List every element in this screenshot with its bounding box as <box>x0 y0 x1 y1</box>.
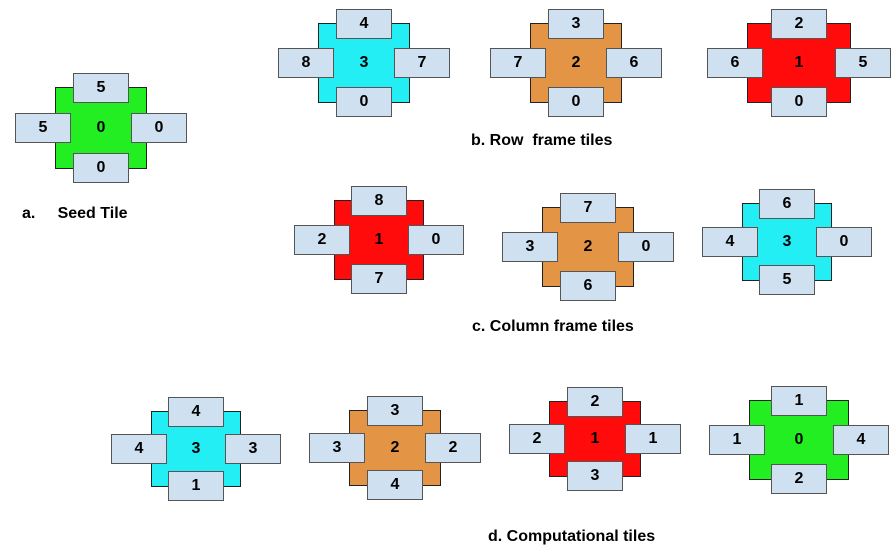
glue-right: 0 <box>618 232 674 262</box>
glue-left: 4 <box>702 227 758 257</box>
glue-right: 7 <box>394 48 450 78</box>
glue-right: 0 <box>408 225 464 255</box>
glue-left: 3 <box>309 433 365 463</box>
glue-bottom: 0 <box>548 87 604 117</box>
glue-top: 8 <box>351 186 407 216</box>
glue-top: 3 <box>367 396 423 426</box>
tile-center-label: 2 <box>571 54 581 71</box>
tile-center-label: 0 <box>96 119 106 136</box>
glue-left: 1 <box>709 425 765 455</box>
glue-bottom: 1 <box>168 471 224 501</box>
glue-left: 8 <box>278 48 334 78</box>
glue-bottom: 6 <box>560 271 616 301</box>
glue-bottom: 5 <box>759 265 815 295</box>
glue-top: 4 <box>168 397 224 427</box>
caption-computational-tiles: d. Computational tiles <box>488 528 656 545</box>
tile-center-label: 2 <box>583 238 593 255</box>
glue-right: 0 <box>816 227 872 257</box>
tile-center-label: 0 <box>794 431 804 448</box>
glue-right: 5 <box>835 48 891 78</box>
glue-left: 7 <box>490 48 546 78</box>
caption-row-frame-tiles: b. Row frame tiles <box>471 132 613 149</box>
glue-right: 3 <box>225 434 281 464</box>
glue-top: 6 <box>759 189 815 219</box>
glue-left: 3 <box>502 232 558 262</box>
glue-bottom: 2 <box>771 464 827 494</box>
tile-center-label: 2 <box>390 439 400 456</box>
glue-bottom: 3 <box>567 461 623 491</box>
glue-right: 2 <box>425 433 481 463</box>
glue-bottom: 7 <box>351 264 407 294</box>
glue-top: 5 <box>73 73 129 103</box>
glue-right: 1 <box>625 424 681 454</box>
glue-top: 2 <box>771 9 827 39</box>
tile-center-label: 3 <box>782 233 792 250</box>
glue-bottom: 0 <box>73 153 129 183</box>
glue-bottom: 0 <box>336 87 392 117</box>
tile-center-label: 3 <box>191 440 201 457</box>
glue-right: 4 <box>833 425 889 455</box>
glue-bottom: 0 <box>771 87 827 117</box>
glue-bottom: 4 <box>367 470 423 500</box>
tile-center-label: 1 <box>374 231 384 248</box>
caption-seed-tile: a. Seed Tile <box>22 205 128 222</box>
glue-left: 2 <box>509 424 565 454</box>
glue-top: 3 <box>548 9 604 39</box>
tile-center-label: 1 <box>794 54 804 71</box>
glue-top: 4 <box>336 9 392 39</box>
glue-right: 0 <box>131 113 187 143</box>
glue-top: 7 <box>560 193 616 223</box>
tile-center-label: 1 <box>590 430 600 447</box>
glue-top: 2 <box>567 387 623 417</box>
glue-right: 6 <box>606 48 662 78</box>
caption-column-frame-tiles: c. Column frame tiles <box>472 318 634 335</box>
glue-left: 4 <box>111 434 167 464</box>
glue-left: 2 <box>294 225 350 255</box>
tile-center-label: 3 <box>359 54 369 71</box>
glue-left: 5 <box>15 113 71 143</box>
glue-left: 6 <box>707 48 763 78</box>
glue-top: 1 <box>771 386 827 416</box>
